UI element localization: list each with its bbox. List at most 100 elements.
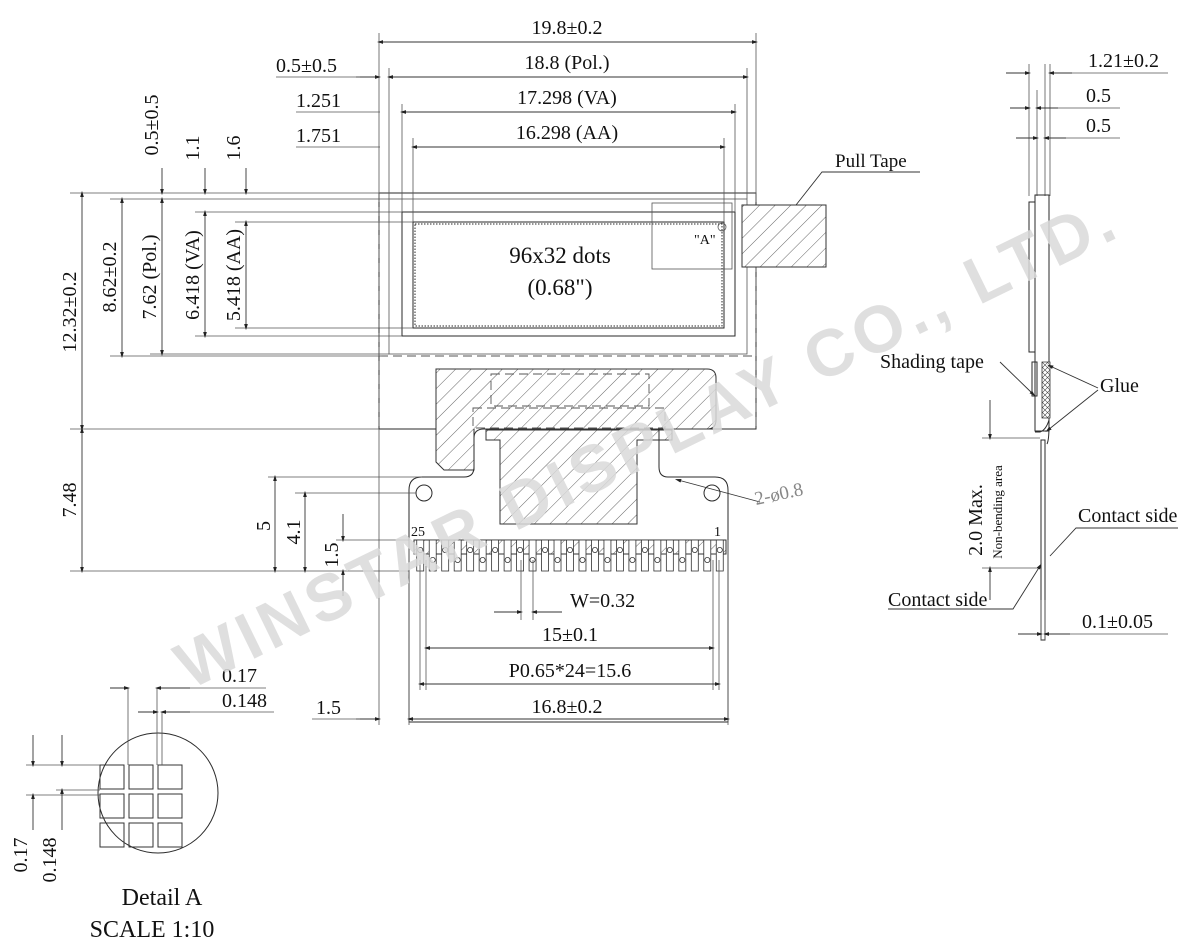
pin-last-label: 25: [411, 525, 425, 540]
detail-a-marker: "A": [694, 233, 716, 248]
fpc-pin: [516, 539, 524, 572]
side-fpc-bend2: [1046, 425, 1050, 445]
pad-length-label: 1.5: [321, 543, 343, 568]
pol-top-label: 0.5±0.5: [141, 95, 163, 156]
fpc-pin: [428, 539, 437, 572]
fpc-pin: [541, 539, 549, 572]
fpc-pin-via: [654, 557, 661, 564]
va-height-label: 6.418 (VA): [182, 230, 204, 320]
fpc-pin: [690, 539, 699, 572]
contact-side-bottom-leader: [888, 563, 1042, 610]
shading-tape-label: Shading tape: [880, 351, 984, 373]
layer-b-label: 0.5: [1086, 115, 1111, 137]
detail-a-pixel: [157, 793, 183, 819]
side-fpc-bend: [1035, 419, 1050, 433]
fpc-pin: [653, 539, 662, 572]
fpc-pin: [441, 539, 450, 572]
fpc-thickness-label: 0.1±0.05: [1082, 611, 1153, 633]
fpc-pin-via: [479, 557, 486, 564]
detail-title: Detail A: [122, 885, 203, 911]
polarizer-outline: [388, 198, 748, 355]
overall-width-label: 19.8±0.2: [532, 17, 603, 39]
fpc-pin: [616, 539, 624, 572]
detail-dim-b-label: 0.148: [222, 690, 267, 712]
display-diagonal: (0.68"): [528, 275, 593, 300]
fpc-dashed-window-1: [490, 373, 650, 407]
detail-a-pixel: [128, 764, 154, 790]
detail-dim-c-label: 0.17: [10, 838, 32, 873]
aa-top-label: 1.6: [223, 136, 245, 161]
fpc-pin-via: [554, 557, 561, 564]
fpc-pin-via: [417, 547, 424, 554]
fpc-pin-via: [641, 547, 648, 554]
pull-tape: [741, 204, 827, 268]
fpc-pin-via: [629, 557, 636, 564]
holes-leader: [674, 478, 761, 503]
pin-width-label: W=0.32: [570, 590, 635, 612]
fpc-pin-via: [704, 557, 711, 564]
side-polarizer: [1028, 201, 1036, 353]
non-bending-main-label: 2.0 Max.: [965, 484, 987, 556]
fpc-dashed-window-2: [472, 407, 666, 429]
fpc-pin-via: [529, 557, 536, 564]
fpc-pin-via: [591, 547, 598, 554]
pol-height-label: 8.62±0.2: [99, 242, 121, 313]
non-bending-sub-label: Non-bending area: [990, 465, 1005, 559]
contact-side-bottom-label: Contact side: [888, 589, 988, 611]
pol-inner-label: 7.62 (Pol.): [139, 235, 161, 320]
detail-a-pixel: [157, 822, 183, 848]
detail-a-circle: [717, 222, 727, 232]
glue-leader-1: [1047, 364, 1099, 389]
fpc-pin: [603, 539, 612, 572]
fpc-pin: [628, 539, 637, 572]
fpc-pins: [413, 539, 727, 572]
fpc-pin-via: [579, 557, 586, 564]
fpc-pin-via: [517, 547, 524, 554]
fpc-pin: [578, 539, 587, 572]
pull-tape-leader: [795, 171, 920, 206]
detail-scale: SCALE 1:10: [90, 917, 215, 943]
side-thickness-label: 1.21±0.2: [1088, 50, 1159, 72]
fpc-pin-via: [604, 557, 611, 564]
fpc-pin-via: [567, 547, 574, 554]
side-glue: [1041, 361, 1051, 419]
pin-span-label: 15±0.1: [542, 624, 598, 646]
front-view: "A" Pull Tape 96x32 dots (0.68") 2-ø0.8 …: [59, 17, 920, 725]
fpc-pin-via: [716, 547, 723, 554]
detail-dim-d-label: 0.148: [39, 838, 61, 883]
detail-a-pixel: [99, 764, 125, 790]
active-area-inner: [414, 223, 723, 327]
fpc-pin: [478, 539, 487, 572]
detail-a-pixel: [99, 822, 125, 848]
detail-a-pixel: [157, 764, 183, 790]
fpc-pin-via: [454, 557, 461, 564]
fpc-lower-block: [485, 429, 673, 525]
viewing-area: [401, 211, 736, 337]
contact-side-top-leader: [1049, 527, 1178, 557]
watermark: WINSTAR DISPLAY CO., LTD.: [164, 180, 1131, 702]
layer-a-label: 0.5: [1086, 85, 1111, 107]
pull-tape-label: Pull Tape: [835, 151, 907, 172]
detail-a: 0.17 0.148 0.17 0.148 Detail A SCALE 1:1…: [10, 665, 274, 943]
aa-width-label: 16.298 (AA): [516, 122, 618, 144]
fpc-pin-via: [467, 547, 474, 554]
aa-height-label: 5.418 (AA): [223, 229, 245, 321]
fpc-tail: [408, 429, 729, 723]
fpc-pin: [678, 539, 687, 572]
fpc-pin: [715, 539, 724, 572]
fpc-pin-via: [616, 547, 623, 554]
fpc-pin: [665, 539, 674, 572]
hole-offset-label: 4.1: [283, 520, 305, 545]
fpc-pin-via: [442, 547, 449, 554]
fpc-pin-via: [429, 557, 436, 564]
fpc-pin: [453, 539, 462, 572]
va-width-label: 17.298 (VA): [517, 87, 617, 109]
holes-label: 2-ø0.8: [753, 479, 805, 510]
detail-a-pixel: [99, 793, 125, 819]
tail-length-label: 7.48: [59, 483, 81, 518]
fpc-hole-right: [703, 484, 721, 502]
fpc-pin-via: [679, 557, 686, 564]
glue-leader-2: [1045, 389, 1099, 432]
fpc-pin: [528, 539, 537, 572]
overall-height-label: 12.32±0.2: [59, 272, 81, 353]
